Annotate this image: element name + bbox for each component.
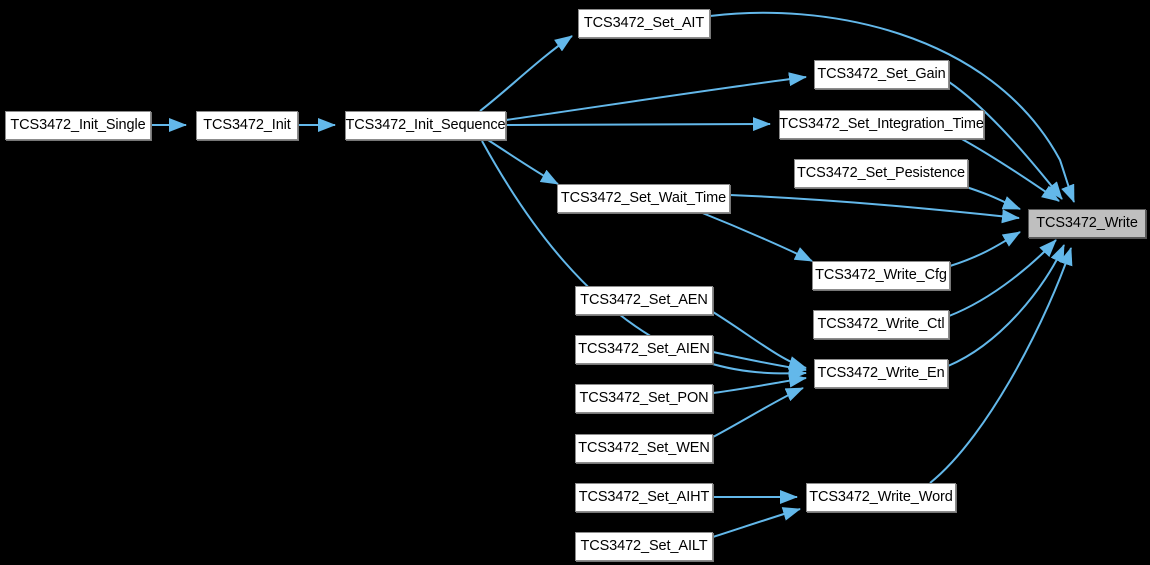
- graph-node-set_pon[interactable]: TCS3472_Set_PON: [575, 384, 713, 413]
- graph-node-label: TCS3472_Write_Word: [809, 489, 953, 506]
- graph-node-set_aiht[interactable]: TCS3472_Set_AIHT: [575, 483, 713, 512]
- graph-node-set_ait[interactable]: TCS3472_Set_AIT: [578, 9, 710, 38]
- graph-edge-write_ctl-to-write: [948, 239, 1057, 317]
- graph-node-label: TCS3472_Write_Ctl: [817, 316, 945, 333]
- graph-node-set_ailt[interactable]: TCS3472_Set_AILT: [575, 532, 713, 561]
- graph-edge-init_sequence-to-set_gain: [505, 72, 807, 121]
- graph-edge-set_pon-to-write_en: [712, 373, 807, 394]
- graph-node-write_ctl[interactable]: TCS3472_Write_Ctl: [813, 310, 949, 339]
- graph-node-label: TCS3472_Write_En: [817, 365, 945, 382]
- graph-edge-write_cfg-to-write: [949, 231, 1021, 267]
- graph-node-set_wait_time[interactable]: TCS3472_Set_Wait_Time: [557, 184, 730, 213]
- graph-edge-set_wen-to-write_en: [712, 387, 804, 438]
- graph-edge-set_ailt-to-write_word: [712, 507, 801, 538]
- graph-node-write_word[interactable]: TCS3472_Write_Word: [806, 483, 956, 512]
- graph-edge-set_aen-to-write_en: [712, 311, 807, 370]
- graph-node-write[interactable]: TCS3472_Write: [1028, 209, 1146, 238]
- graph-node-label: TCS3472_Set_AIT: [583, 15, 705, 32]
- graph-edge-set_wait_time-to-write_cfg: [699, 211, 813, 262]
- graph-node-label: TCS3472_Write_Cfg: [815, 267, 947, 284]
- graph-node-label: TCS3472_Set_Integration_Time: [779, 116, 984, 133]
- graph-node-label: TCS3472_Set_WEN: [578, 440, 710, 457]
- graph-node-write_en[interactable]: TCS3472_Write_En: [814, 359, 948, 388]
- graph-node-label: TCS3472_Set_PON: [579, 390, 709, 407]
- graph-node-label: TCS3472_Set_AEN: [580, 292, 708, 309]
- graph-node-label: TCS3472_Set_Wait_Time: [560, 190, 727, 207]
- graph-edge-set_aien-to-write_en: [712, 351, 807, 375]
- graph-node-label: TCS3472_Init: [203, 117, 291, 134]
- graph-node-label: TCS3472_Set_AILT: [580, 538, 708, 555]
- graph-node-write_cfg[interactable]: TCS3472_Write_Cfg: [812, 261, 950, 290]
- graph-edge-set_integration-to-write: [959, 137, 1060, 202]
- graph-edge-set_pesistence-to-write: [962, 185, 1021, 210]
- graph-node-init[interactable]: TCS3472_Init: [196, 111, 298, 140]
- graph-node-label: TCS3472_Init_Single: [10, 117, 146, 134]
- graph-node-set_aen[interactable]: TCS3472_Set_AEN: [575, 286, 713, 315]
- graph-node-label: TCS3472_Write: [1036, 215, 1138, 232]
- graph-edge-set_wait_time-to-write: [729, 194, 1020, 224]
- graph-edge-init_sequence-to-set_ait: [479, 35, 573, 112]
- graph-node-label: TCS3472_Set_Gain: [817, 66, 946, 83]
- graph-node-label: TCS3472_Set_Pesistence: [797, 165, 965, 182]
- graph-node-set_integration[interactable]: TCS3472_Set_Integration_Time: [779, 110, 984, 139]
- graph-edge-init_sequence-to-set_integration: [505, 117, 771, 132]
- graph-node-init_single[interactable]: TCS3472_Init_Single: [5, 111, 151, 140]
- graph-node-set_aien[interactable]: TCS3472_Set_AIEN: [575, 335, 713, 364]
- graph-edge-write_word-to-write: [929, 247, 1073, 484]
- graph-edge-init_sequence-to-set_wait_time: [487, 139, 559, 185]
- graph-node-label: TCS3472_Set_AIEN: [578, 341, 710, 358]
- graph-node-label: TCS3472_Init_Sequence: [345, 117, 506, 134]
- graph-node-init_sequence[interactable]: TCS3472_Init_Sequence: [345, 111, 506, 140]
- graph-node-set_wen[interactable]: TCS3472_Set_WEN: [575, 434, 713, 463]
- graph-edge-write_en-to-write: [947, 244, 1065, 367]
- graph-node-set_pesistence[interactable]: TCS3472_Set_Pesistence: [794, 159, 968, 188]
- graph-node-set_gain[interactable]: TCS3472_Set_Gain: [814, 60, 949, 89]
- graph-node-label: TCS3472_Set_AIHT: [578, 489, 710, 506]
